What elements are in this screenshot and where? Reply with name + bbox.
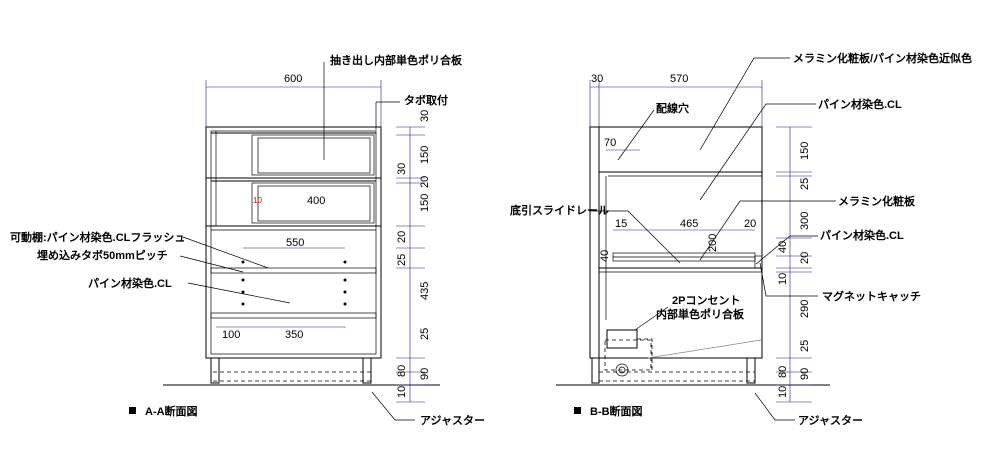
dim-a-v20-1: 20 (419, 176, 431, 188)
dim-b-70: 70 (604, 137, 616, 149)
label-tabo-fitting: タボ取付 (404, 93, 448, 107)
dim-b-v300: 300 (799, 212, 811, 230)
dim-a-v80: 80 (396, 365, 408, 377)
dim-b-40-left: 40 (599, 250, 611, 262)
dim-a-v25-1: 25 (396, 254, 408, 266)
label-outlet: 2Pコンセント (672, 294, 740, 307)
dim-a-550: 550 (286, 237, 304, 249)
label-adjuster-b: アジャスター (798, 414, 863, 427)
label-wiring-hole: 配線穴 (656, 101, 689, 115)
label-embedded-pins: 埋め込みタボ50mmピッチ (37, 248, 168, 262)
label-adjuster-a: アジャスター (420, 414, 485, 427)
label-slide-rail: 底引スライドレール (510, 203, 609, 217)
dim-a-width-600: 600 (284, 73, 302, 85)
dim-b-v90: 90 (799, 368, 811, 380)
dim-a-v150-2: 150 (419, 194, 431, 212)
dim-a-v90: 90 (419, 368, 431, 380)
dim-a-v30-mid: 30 (396, 163, 408, 175)
dim-a-v30-top: 30 (419, 110, 431, 122)
label-magnet-catch: マグネットキャッチ (822, 289, 921, 303)
label-pine-cl-top: パイン材染色.CL (818, 97, 902, 111)
dim-a-400: 400 (307, 195, 325, 207)
label-movable-shelf: 可動棚:パイン材染色.CLフラッシュ (10, 230, 185, 244)
dim-b-v20: 20 (799, 252, 811, 264)
dim-b-v290: 290 (799, 300, 811, 318)
dim-a-v25-2: 25 (419, 328, 431, 340)
dim-a-v435: 435 (419, 282, 431, 300)
dim-b-20: 20 (744, 218, 756, 230)
section-b-b: 30 570 70 15 465 20 200 (510, 51, 972, 427)
dim-b-v150: 150 (799, 142, 811, 160)
label-pine-cl-2: パイン材染色.CL (820, 228, 904, 242)
label-melamine: メラミン化粧板 (838, 194, 916, 208)
dim-a-100: 100 (222, 329, 240, 341)
label-pine-stain: パイン材染色.CL (88, 276, 172, 290)
dim-b-465: 465 (680, 218, 698, 230)
dim-b-v25-2: 25 (799, 340, 811, 352)
dim-b-570: 570 (670, 73, 688, 85)
title-section-a: A-A断面図 (145, 404, 198, 418)
label-melamine-pine: メラミン化粧板/パイン材染色近似色 (793, 51, 972, 65)
dim-b-15: 15 (615, 218, 627, 230)
dim-a-v10: 10 (396, 386, 408, 398)
dim-b-30: 30 (591, 73, 603, 85)
dim-b-v80: 80 (777, 366, 789, 378)
dim-b-v10-1: 10 (777, 273, 789, 285)
dim-a-v20-2: 20 (396, 231, 408, 243)
label-inner-poly: 内部単色ポリ合板 (656, 307, 745, 321)
dim-a-10-red: 10 (253, 196, 262, 205)
section-a-a: 600 550 (10, 53, 485, 427)
dim-b-v10-2: 10 (777, 386, 789, 398)
dim-a-350: 350 (285, 329, 303, 341)
dim-b-v40: 40 (777, 241, 789, 253)
label-drawer-inner: 抽き出し内部単色ポリ合板 (330, 53, 463, 67)
dim-b-v25-1: 25 (799, 178, 811, 190)
title-section-b: B-B断面図 (590, 404, 643, 418)
dim-a-v150-1: 150 (419, 146, 431, 164)
dim-b-200: 200 (707, 234, 719, 252)
